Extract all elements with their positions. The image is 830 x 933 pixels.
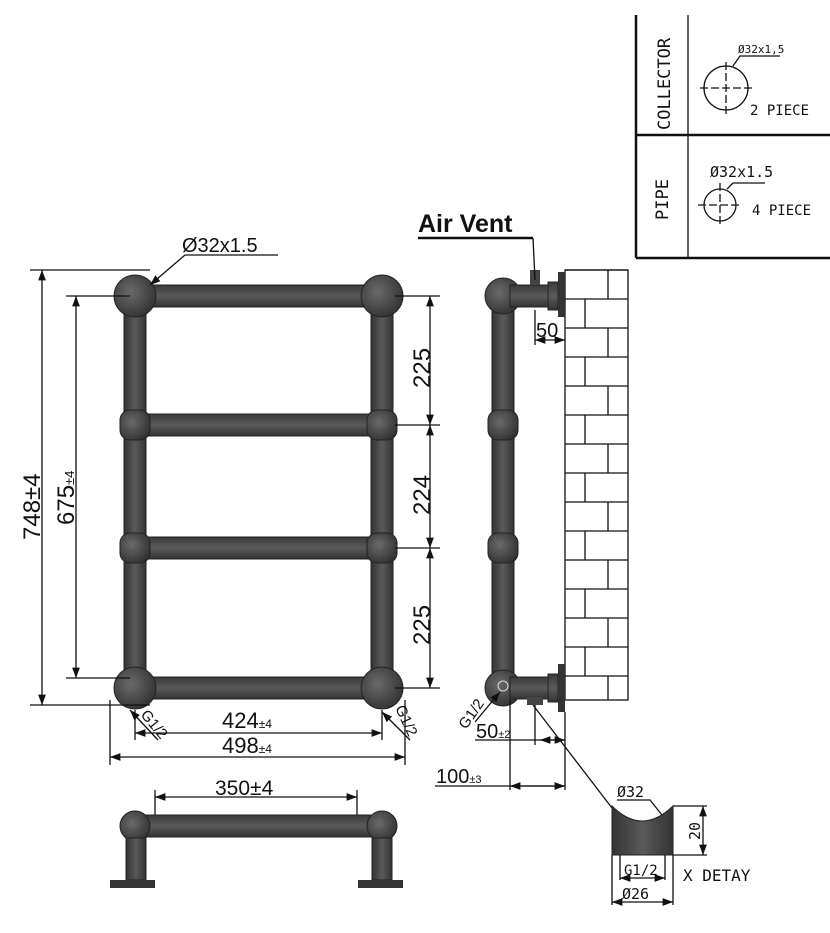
- spacing-top: 225: [409, 348, 436, 388]
- bottom-view: 350±4: [110, 777, 403, 888]
- width-total: 498±4: [222, 733, 272, 758]
- detail-dia-top: Ø32: [617, 783, 644, 801]
- front-pipe-dim: Ø32x1.5: [182, 235, 258, 257]
- height-inner: 675±4: [53, 471, 80, 525]
- detail-thread: G1/2: [624, 863, 658, 879]
- spacing-bottom: 225: [409, 605, 436, 645]
- thread-left: G1/2: [137, 707, 171, 743]
- air-vent-label: Air Vent: [418, 210, 513, 238]
- height-total: 748±4: [19, 473, 46, 540]
- side-view: Air Vent 50 50±2 100±3 G1/2: [418, 210, 629, 809]
- bottom-width: 350±4: [215, 777, 274, 800]
- offset-50: 50±2: [476, 721, 510, 743]
- wall-bricks: [564, 269, 629, 701]
- front-view: Ø32x1.5 748±4 675±4 225 224 225 424±4 49…: [19, 235, 440, 765]
- thread-right: G1/2: [391, 703, 420, 740]
- detail-x: Ø32 20 G1/2 Ø26 X DETAY: [611, 783, 751, 906]
- detail-height: 20: [686, 822, 704, 840]
- pipe-label: PIPE: [653, 179, 673, 220]
- collector-label: COLLECTOR: [655, 37, 675, 130]
- offset-100: 100±3: [436, 766, 482, 788]
- top-offset: 50: [536, 320, 558, 342]
- parts-table: COLLECTOR Ø32x1,5 2 PIECE PIPE Ø32x1.5 4…: [634, 15, 830, 260]
- spacing-mid: 224: [409, 475, 436, 515]
- detail-dia-bottom: Ø26: [622, 885, 649, 903]
- collector-qty: 2 PIECE: [750, 103, 809, 119]
- collector-dim: Ø32x1,5: [738, 43, 784, 56]
- width-inner: 424±4: [222, 708, 272, 733]
- detail-label: X DETAY: [683, 866, 751, 885]
- pipe-dim: Ø32x1.5: [710, 163, 773, 181]
- pipe-qty: 4 PIECE: [752, 203, 811, 219]
